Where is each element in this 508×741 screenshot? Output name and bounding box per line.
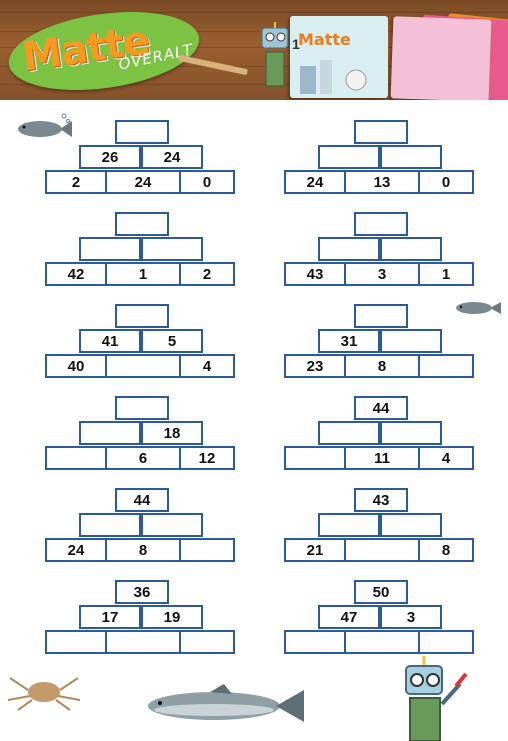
pyramid-bottom-cell[interactable] [45, 630, 107, 654]
pyramid-middle-cell[interactable]: 47 [318, 605, 380, 629]
pyramid-bottom-cell[interactable] [179, 538, 235, 562]
pyramid-top-cell[interactable]: 36 [115, 580, 169, 604]
pyramid-middle-cell[interactable] [79, 421, 141, 445]
pyramid-bottom-cell[interactable]: 40 [45, 354, 107, 378]
robot-icon [261, 22, 289, 87]
pyramid-bottom-cell[interactable]: 8 [344, 354, 420, 378]
pyramid-bottom-cell[interactable] [284, 446, 346, 470]
book-cover-2 [390, 16, 492, 100]
pyramid-top-cell[interactable]: 44 [115, 488, 169, 512]
pyramid-bottom-cell[interactable] [418, 630, 474, 654]
number-pyramid: 43 21 8 [284, 488, 474, 564]
pyramid-bottom-cell[interactable]: 12 [179, 446, 235, 470]
pyramid-middle-cell[interactable] [141, 513, 203, 537]
pyramid-bottom-cell[interactable]: 4 [418, 446, 474, 470]
pyramid-middle-cell[interactable] [380, 421, 442, 445]
pyramid-bottom-cell[interactable]: 2 [179, 262, 235, 286]
pyramid-middle-cell[interactable]: 18 [141, 421, 203, 445]
pyramid-bottom-cell[interactable]: 3 [344, 262, 420, 286]
pyramid-bottom-cell[interactable] [418, 354, 474, 378]
pyramid-bottom-cell[interactable]: 24 [105, 170, 181, 194]
header-banner: Matte OVERALT Matte 1 [0, 0, 508, 100]
pyramid-middle-cell[interactable]: 31 [318, 329, 380, 353]
pyramid-middle-cell[interactable]: 41 [79, 329, 141, 353]
pyramid-top-cell[interactable]: 44 [354, 396, 408, 420]
fish-icon [18, 113, 72, 137]
pyramid-bottom-cell[interactable]: 11 [344, 446, 420, 470]
pyramid-top-cell[interactable] [354, 120, 408, 144]
pyramid-middle-cell[interactable]: 3 [380, 605, 442, 629]
pyramid-bottom-cell[interactable] [105, 354, 181, 378]
salmon-icon [148, 684, 304, 722]
pyramid-bottom-cell[interactable]: 1 [418, 262, 474, 286]
pyramid-middle-cell[interactable] [141, 237, 203, 261]
pyramid-top-cell[interactable] [354, 212, 408, 236]
pyramid-bottom-cell[interactable]: 4 [179, 354, 235, 378]
pyramid-bottom-cell[interactable] [284, 630, 346, 654]
pyramid-top-cell[interactable] [115, 212, 169, 236]
pyramid-bottom-cell[interactable] [45, 446, 107, 470]
pencil-icon [178, 54, 248, 76]
pyramid-top-cell[interactable]: 43 [354, 488, 408, 512]
pyramid-middle-cell[interactable] [380, 513, 442, 537]
pyramid-top-cell[interactable] [115, 304, 169, 328]
book-cover-1: Matte 1 [290, 16, 388, 98]
pyramid-bottom-cell[interactable]: 2 [45, 170, 107, 194]
pyramid-middle-cell[interactable] [318, 145, 380, 169]
pyramid-bottom-cell[interactable]: 0 [179, 170, 235, 194]
pyramid-top-cell[interactable] [115, 396, 169, 420]
pyramid-bottom-cell[interactable]: 8 [418, 538, 474, 562]
pyramid-bottom-cell[interactable]: 21 [284, 538, 346, 562]
pyramid-bottom-cell[interactable]: 43 [284, 262, 346, 286]
pyramid-middle-cell[interactable]: 26 [79, 145, 141, 169]
fish-icon [456, 302, 501, 314]
pyramid-bottom-cell[interactable]: 6 [105, 446, 181, 470]
pyramid-middle-cell[interactable] [318, 421, 380, 445]
pyramid-middle-cell[interactable]: 5 [141, 329, 203, 353]
pyramid-bottom-cell[interactable]: 24 [284, 170, 346, 194]
pyramid-bottom-cell[interactable]: 24 [45, 538, 107, 562]
pyramid-middle-cell[interactable]: 17 [79, 605, 141, 629]
pyramid-bottom-cell[interactable]: 1 [105, 262, 181, 286]
pyramid-bottom-cell[interactable]: 8 [105, 538, 181, 562]
book-number: 1 [292, 36, 300, 52]
pyramid-bottom-cell[interactable]: 23 [284, 354, 346, 378]
pyramid-middle-cell[interactable] [380, 237, 442, 261]
pyramid-middle-cell[interactable]: 24 [141, 145, 203, 169]
pyramid-middle-cell[interactable]: 19 [141, 605, 203, 629]
pyramid-bottom-cell[interactable] [105, 630, 181, 654]
pyramid-middle-cell[interactable] [318, 237, 380, 261]
pyramid-middle-cell[interactable] [79, 237, 141, 261]
pyramid-top-cell[interactable] [115, 120, 169, 144]
crab-icon [7, 677, 81, 711]
pyramid-middle-cell[interactable] [79, 513, 141, 537]
pyramid-bottom-cell[interactable] [344, 538, 420, 562]
pyramid-top-cell[interactable]: 50 [354, 580, 408, 604]
pyramid-middle-cell[interactable] [380, 329, 442, 353]
pyramid-middle-cell[interactable] [380, 145, 442, 169]
pyramid-bottom-cell[interactable]: 0 [418, 170, 474, 194]
robot-icon [405, 656, 468, 741]
pyramid-middle-cell[interactable] [318, 513, 380, 537]
book-title: Matte [298, 30, 351, 49]
pyramid-bottom-cell[interactable]: 42 [45, 262, 107, 286]
pyramid-top-cell[interactable] [354, 304, 408, 328]
pyramid-bottom-cell[interactable] [344, 630, 420, 654]
book-illustration-icon [300, 60, 367, 94]
pyramid-bottom-cell[interactable] [179, 630, 235, 654]
pyramid-bottom-cell[interactable]: 13 [344, 170, 420, 194]
